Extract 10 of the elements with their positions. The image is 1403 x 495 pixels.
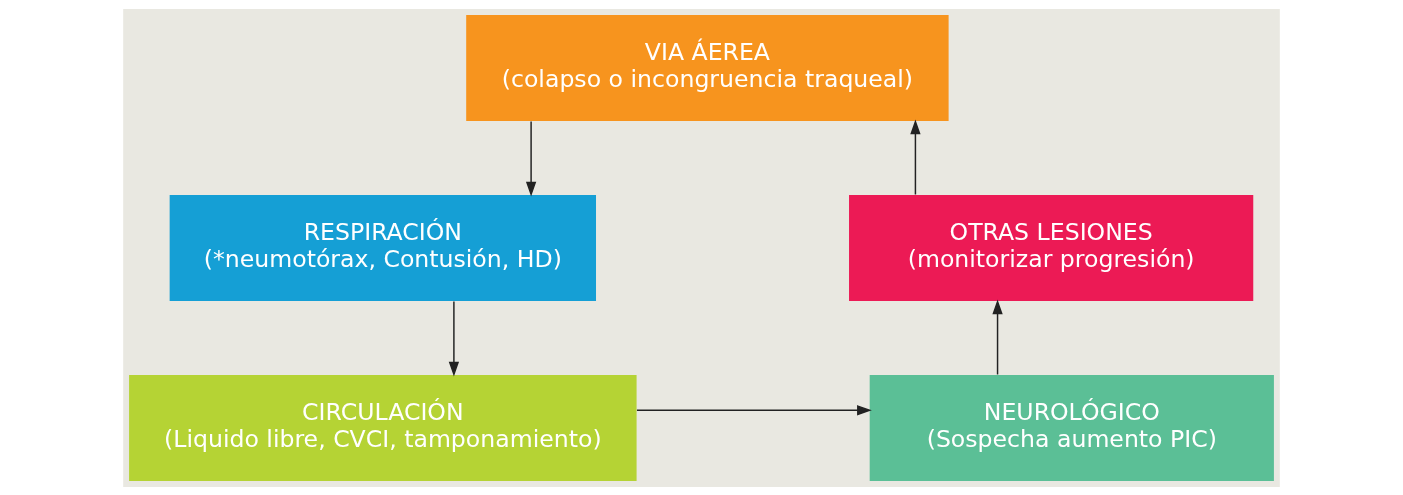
arrow [525,120,537,197]
node-box: VIA ÁEREA (colapso o incongruencia traqueal) [466,14,949,121]
node-box: CIRCULACIÓN (Liquido libre, CVCI, tamponamiento) [129,374,637,481]
arrow [636,404,872,415]
arrow [992,298,1003,375]
arrow [910,118,921,195]
arrow [448,300,460,377]
node-box: NEUROLÓGICO (Sospecha aumento PIC) [869,374,1274,481]
node-box: RESPIRACIÓN (*neumotórax, Contusión, HD) [169,194,596,301]
node-box: OTRAS LESIONES (monitorizar progresión) [849,194,1254,301]
